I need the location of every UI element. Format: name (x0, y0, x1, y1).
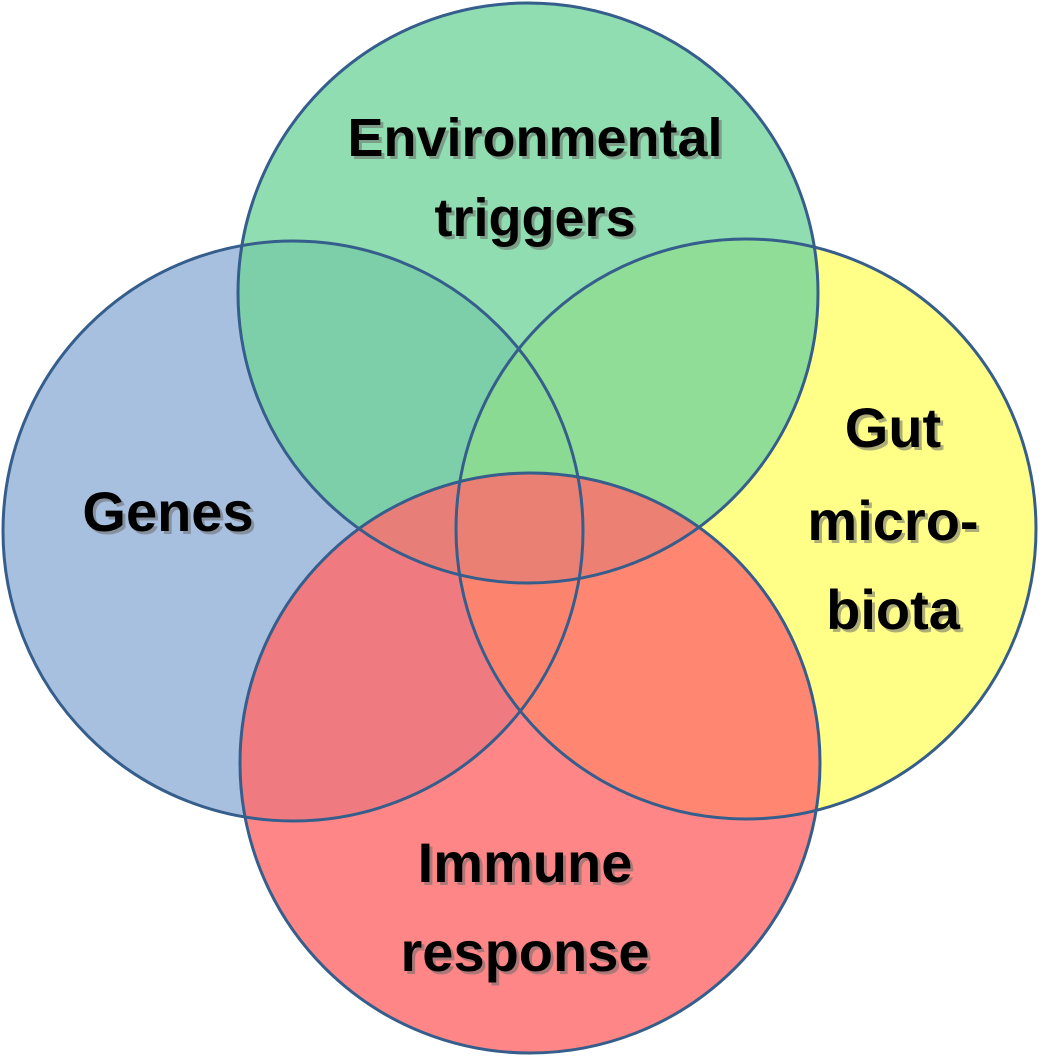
gut-microbiota-label: Gut micro- biota Gut micro- biota (807, 396, 981, 644)
immune-response-circle (240, 473, 820, 1053)
genes-label: Genes Genes (82, 480, 256, 546)
svg-text:Gut: Gut (848, 399, 944, 462)
svg-text:micro-: micro- (810, 492, 981, 555)
svg-text:Genes: Genes (85, 483, 256, 546)
immune-label-line-1: Immune (418, 831, 633, 894)
gut-label-line-1: Gut (845, 396, 941, 459)
environmental-label-line-1: Environmental (347, 108, 722, 168)
svg-text:triggers: triggers (437, 191, 638, 251)
svg-text:Environmental: Environmental (350, 111, 725, 171)
svg-text:Immune: Immune (421, 834, 636, 897)
svg-text:response: response (404, 923, 653, 986)
gut-label-line-2: micro- (807, 489, 978, 552)
gut-microbiota-outline (454, 237, 1038, 821)
environmental-triggers-circle (238, 3, 818, 583)
genes-label-line-1: Genes (82, 480, 253, 543)
svg-text:biota: biota (829, 581, 964, 644)
gut-label-line-3: biota (826, 578, 961, 641)
immune-label-line-2: response (401, 920, 650, 983)
genes-outline (1, 239, 585, 823)
immune-response-outline (238, 471, 822, 1055)
environmental-triggers-label: Environmental triggers Environmental tri… (347, 108, 725, 251)
environmental-triggers-outline (236, 1, 820, 585)
environmental-label-line-2: triggers (434, 188, 635, 248)
immune-response-label: Immune response Immune response (401, 831, 653, 986)
